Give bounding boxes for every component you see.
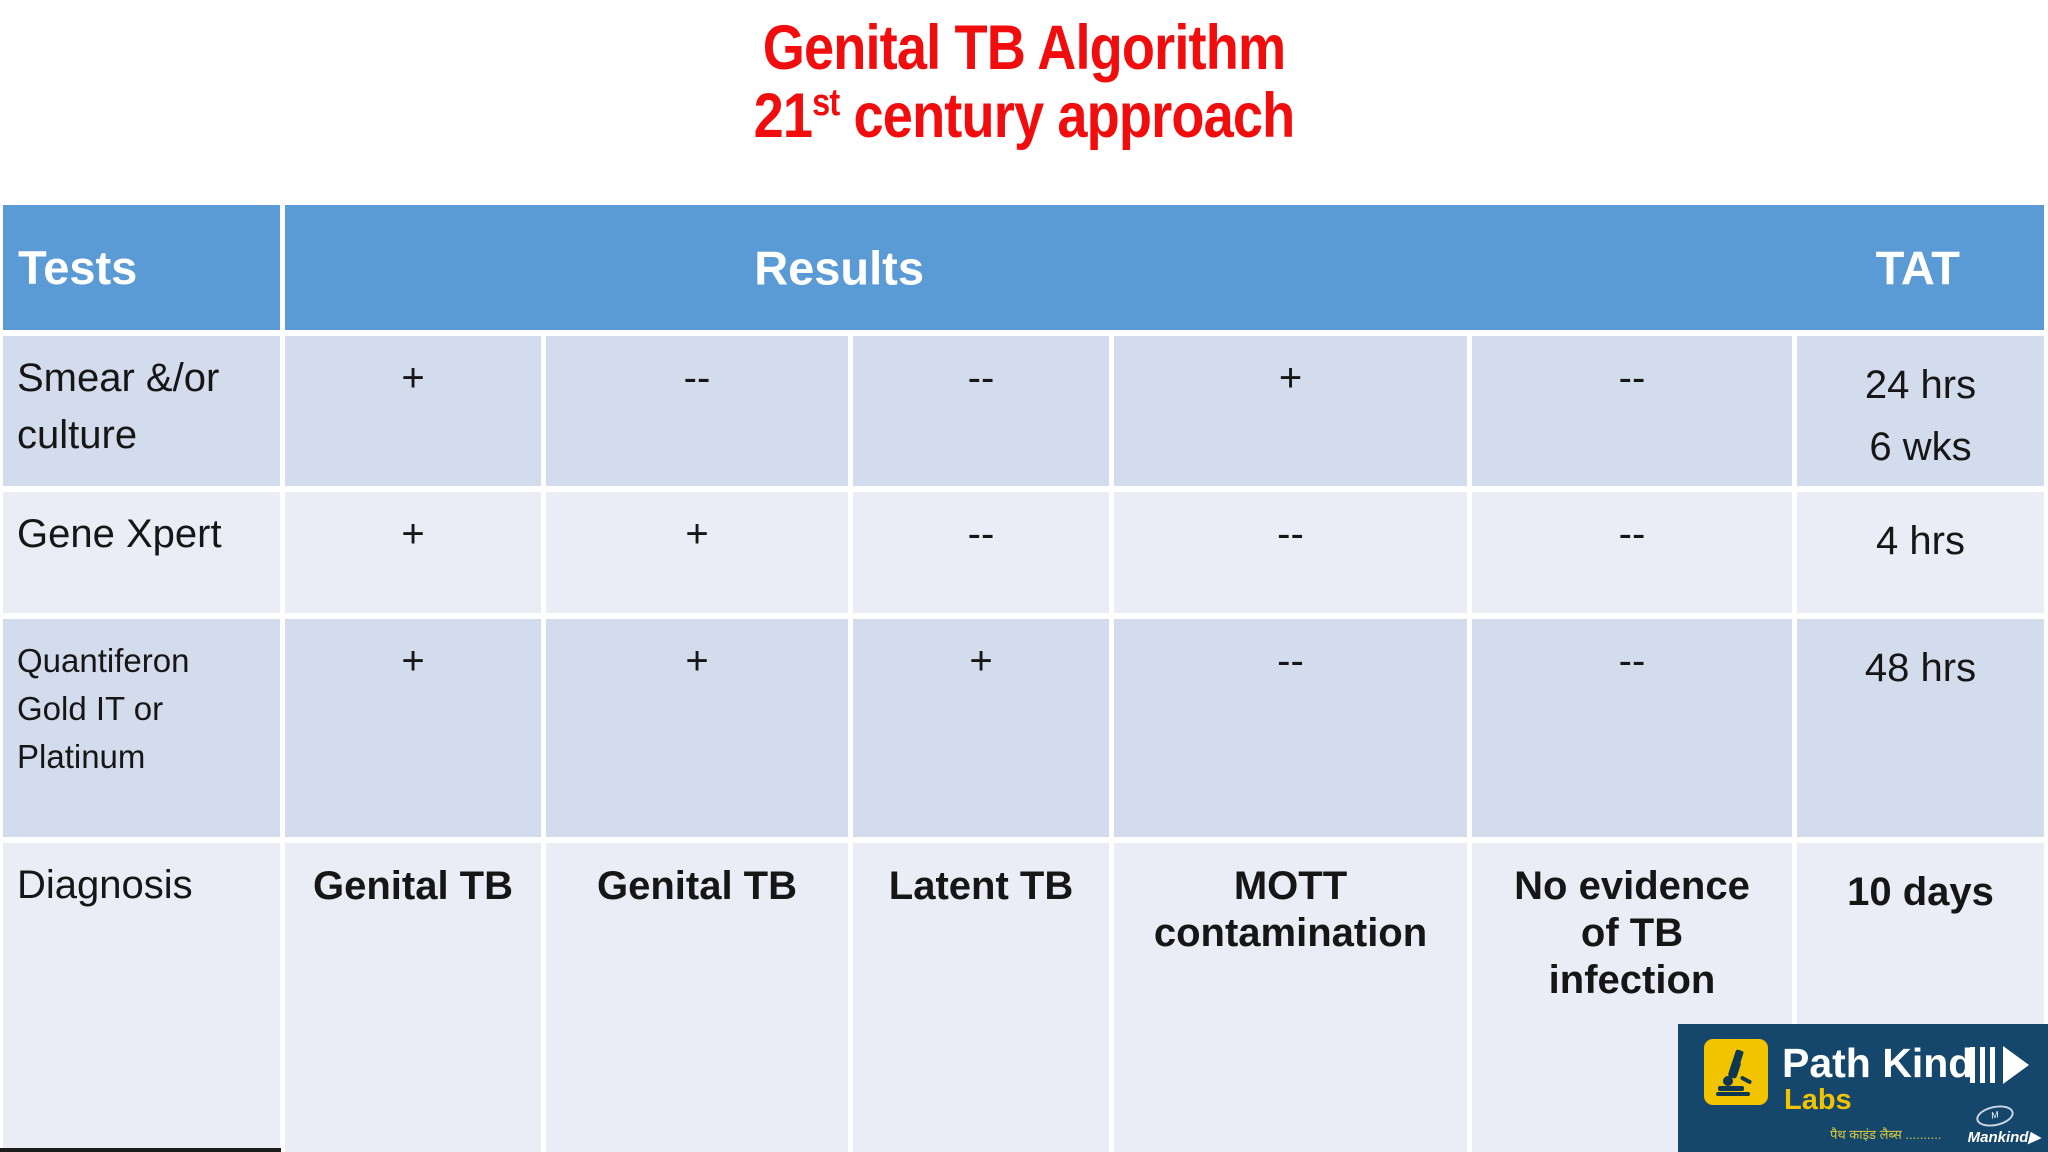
row-smear-tat: 24 hrs 6 wks bbox=[1797, 336, 2044, 486]
row-quantiferon-value-2: + bbox=[546, 619, 848, 837]
row-quantiferon-value-3: + bbox=[853, 619, 1109, 837]
title-line-2: 21st century approach bbox=[753, 81, 1296, 151]
row-smear-value-2: -- bbox=[546, 336, 848, 486]
row-genexpert-label: Gene Xpert bbox=[3, 492, 280, 613]
row-smear-value-5: -- bbox=[1472, 336, 1792, 486]
row-quantiferon-label: Quantiferon Gold IT or Platinum bbox=[3, 619, 280, 837]
title-line-1: Genital TB Algorithm bbox=[762, 13, 1286, 83]
header-results: Results bbox=[754, 241, 924, 294]
row-diagnosis-value-4: MOTT contamination bbox=[1114, 843, 1467, 1152]
row-smear-value-1: + bbox=[285, 336, 541, 486]
row-genexpert-value-5: -- bbox=[1472, 492, 1792, 613]
row-genexpert-value-3: -- bbox=[853, 492, 1109, 613]
header-results-tat: Results TAT bbox=[285, 205, 2044, 330]
row-genexpert-value-2: + bbox=[546, 492, 848, 613]
row-diagnosis-value-1: Genital TB bbox=[285, 843, 541, 1152]
row-smear-value-4: + bbox=[1114, 336, 1467, 486]
row-genexpert-tat: 4 hrs bbox=[1797, 492, 2044, 613]
header-tests: Tests bbox=[3, 205, 280, 330]
mankind-text: Mankind▶ bbox=[1967, 1129, 2040, 1146]
microscope-icon bbox=[1704, 1039, 1768, 1105]
mankind-emblem-icon: M bbox=[1974, 1102, 2016, 1130]
row-diagnosis-value-2: Genital TB bbox=[546, 843, 848, 1152]
logo-sub-text: Labs bbox=[1784, 1084, 1852, 1116]
row-genexpert-value-1: + bbox=[285, 492, 541, 613]
row-smear-value-3: -- bbox=[853, 336, 1109, 486]
title-superscript: st bbox=[812, 82, 840, 124]
logo-arrow-icon bbox=[1970, 1046, 2029, 1084]
results-table: Tests Results TAT Smear &/or culture + -… bbox=[3, 205, 2044, 1152]
row-diagnosis-value-3: Latent TB bbox=[853, 843, 1109, 1152]
row-diagnosis-label: Diagnosis bbox=[3, 843, 280, 1152]
header-tat: TAT bbox=[1875, 241, 1960, 294]
logo-tagline-hindi: पैथ काइंड लैब्स .......... bbox=[1830, 1127, 1942, 1142]
row-genexpert-value-4: -- bbox=[1114, 492, 1467, 613]
row-quantiferon-value-4: -- bbox=[1114, 619, 1467, 837]
bottom-edge-mark bbox=[0, 1148, 281, 1152]
row-smear-label: Smear &/or culture bbox=[3, 336, 280, 486]
row-quantiferon-tat: 48 hrs bbox=[1797, 619, 2044, 837]
slide-title: Genital TB Algorithm 21st century approa… bbox=[143, 14, 1904, 150]
logo-brand-text: Path Kind bbox=[1782, 1040, 1974, 1086]
row-quantiferon-value-5: -- bbox=[1472, 619, 1792, 837]
pathkind-labs-logo: Path Kind Labs पैथ काइंड लैब्स .........… bbox=[1678, 1024, 2048, 1152]
row-quantiferon-value-1: + bbox=[285, 619, 541, 837]
